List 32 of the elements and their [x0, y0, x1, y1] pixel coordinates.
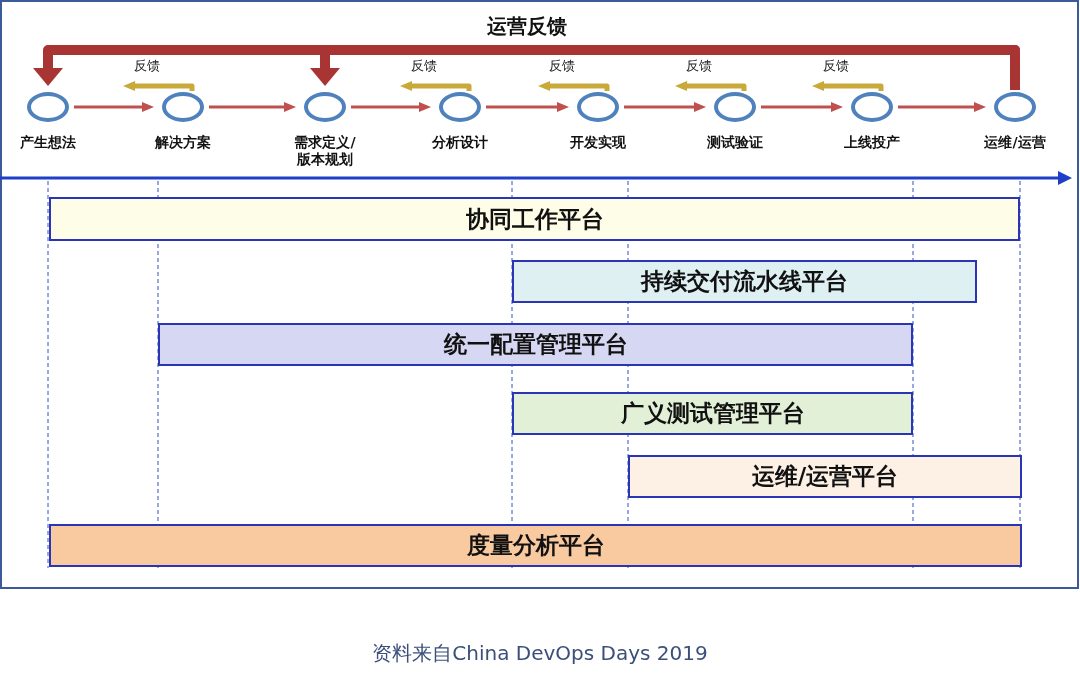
flow-arrow: [624, 102, 706, 112]
feedback-arrow: [538, 81, 610, 91]
platform-bar: 度量分析平台: [49, 524, 1022, 567]
feedback-arrow: [812, 81, 884, 91]
feedback-arrow: [675, 81, 747, 91]
stage-label: 测试验证: [706, 134, 764, 151]
platform-bar: 持续交付流水线平台: [512, 260, 977, 303]
stage-label: 上线投产: [843, 134, 901, 151]
stage-label: 运维/运营: [983, 134, 1047, 151]
flow-arrow: [209, 102, 296, 112]
feedback-arrow: [400, 81, 472, 91]
flow-arrow: [74, 102, 154, 112]
edge-label: 反馈: [548, 58, 576, 73]
caption: 资料来自China DevOps Days 2019: [371, 640, 709, 666]
edge-label: 反馈: [410, 58, 438, 73]
stage-label: 分析设计: [431, 134, 489, 151]
edge-label: 反馈: [133, 58, 161, 73]
flow-arrow: [898, 102, 986, 112]
stage-label: 需求定义/版本规划: [293, 134, 357, 168]
flow-arrow: [351, 102, 431, 112]
platform-bar: 统一配置管理平台: [158, 323, 913, 366]
diagram-title: 运营反馈: [486, 14, 568, 38]
stage-label: 开发实现: [569, 134, 627, 151]
feedback-arrow: [123, 81, 195, 91]
flow-arrow: [486, 102, 569, 112]
stage-label: 产生想法: [19, 134, 77, 151]
edge-label: 反馈: [685, 58, 713, 73]
platform-bar: 运维/运营平台: [628, 455, 1022, 498]
stage-label: 解决方案: [154, 134, 212, 151]
edge-label: 反馈: [822, 58, 850, 73]
platform-bar: 协同工作平台: [49, 197, 1020, 241]
platform-bar: 广义测试管理平台: [512, 392, 913, 435]
